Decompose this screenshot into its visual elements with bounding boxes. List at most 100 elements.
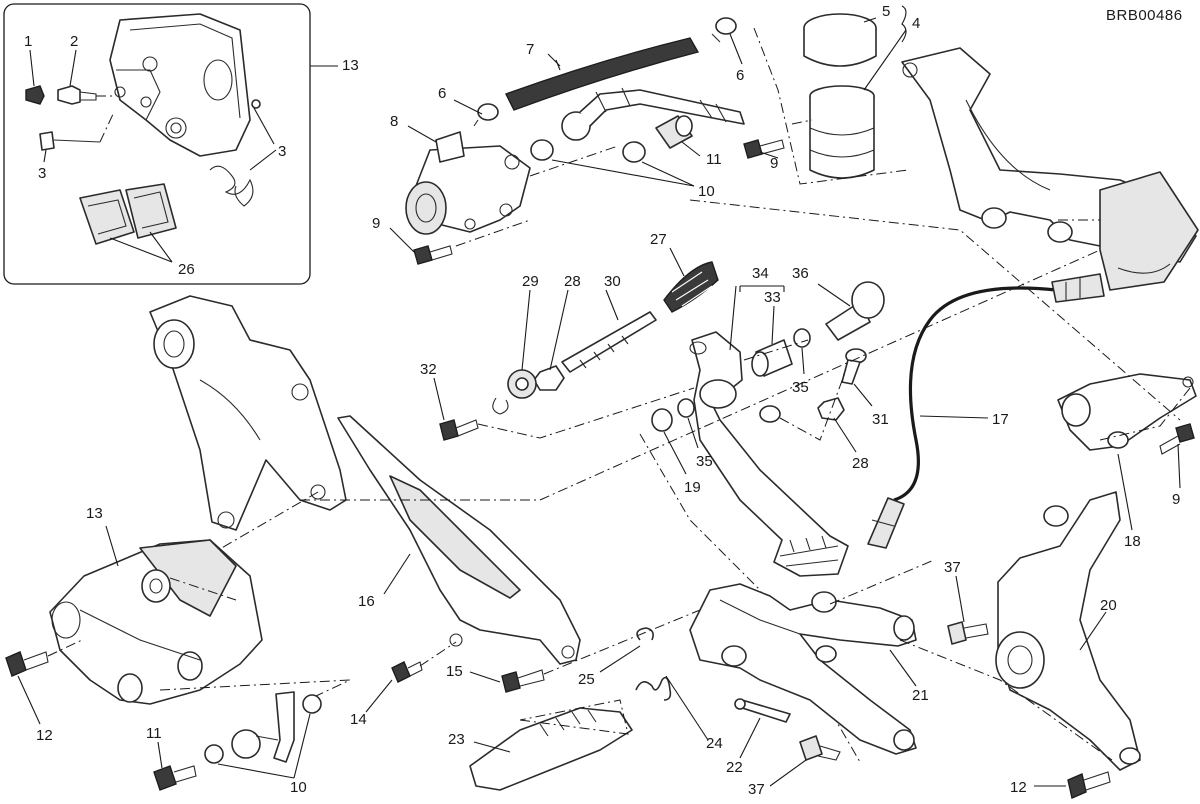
callout-20: 20 xyxy=(1100,597,1117,614)
bolt-12-right: 12 xyxy=(1010,771,1111,799)
callout-9-reservoir: 9 xyxy=(770,155,778,172)
washer-35-upper xyxy=(793,328,811,348)
callout-1: 1 xyxy=(24,33,32,50)
inset-frame xyxy=(3,3,311,285)
callout-27: 27 xyxy=(650,231,667,248)
callout-35-lower: 35 xyxy=(696,453,713,470)
callout-3-right: 3 xyxy=(278,143,286,160)
clevis-pin-31 xyxy=(841,348,867,385)
callout-26: 26 xyxy=(178,261,195,278)
caliper-brake-line: 11 10 xyxy=(146,691,322,796)
callout-34: 34 xyxy=(752,265,769,282)
callout-17: 17 xyxy=(992,411,1009,428)
left-footpeg-bracket: 21 xyxy=(689,559,935,755)
callout-14: 14 xyxy=(350,711,367,728)
callout-3-left: 3 xyxy=(38,165,46,182)
screw-9-reservoir xyxy=(743,139,785,159)
callout-23: 23 xyxy=(448,731,465,748)
hose-clamp-upper xyxy=(711,17,737,43)
return-spring xyxy=(663,261,719,313)
callout-13-inset: 13 xyxy=(342,57,359,74)
brake-pedal-lever xyxy=(689,331,849,577)
callout-13-caliper: 13 xyxy=(86,505,103,522)
bleed-screw-cap xyxy=(25,85,45,105)
callout-8: 8 xyxy=(390,113,398,130)
callout-6-upper: 6 xyxy=(736,67,744,84)
right-footpeg-bracket xyxy=(901,47,1199,291)
clip-25: 25 xyxy=(578,627,654,688)
circlip xyxy=(492,397,509,415)
footpeg-pin: 22 xyxy=(726,698,791,776)
nut-28-right xyxy=(817,397,845,421)
brake-pedal-assembly: 27 30 28 29 32 34 33 36 35 31 28 35 19 xyxy=(420,231,889,763)
passenger-peg-hanger-20: 20 xyxy=(899,491,1141,771)
callout-22: 22 xyxy=(726,759,743,776)
callout-28-left: 28 xyxy=(564,273,581,290)
callout-4: 4 xyxy=(912,15,920,32)
callout-10-upper: 10 xyxy=(698,183,715,200)
caliper-bolt-12-left: 12 xyxy=(5,651,53,744)
callout-30: 30 xyxy=(604,273,621,290)
footpeg-spring: 24 xyxy=(635,675,723,752)
callout-9-right: 9 xyxy=(1172,491,1180,508)
callout-9-master-cylinder: 9 xyxy=(372,215,380,232)
callout-21: 21 xyxy=(912,687,929,704)
lock-nut-28 xyxy=(533,365,565,391)
callout-31: 31 xyxy=(872,411,889,428)
callout-10-lower: 10 xyxy=(290,779,307,796)
caliper-body-inset xyxy=(109,13,251,157)
pad-pin xyxy=(39,131,101,151)
callout-16: 16 xyxy=(358,593,375,610)
footpeg-rubber: 23 xyxy=(448,699,633,791)
heel-guard-mount-18: 18 xyxy=(1057,373,1197,550)
callout-12-left: 12 xyxy=(36,727,53,744)
bleed-valve xyxy=(57,85,97,105)
bolt-37-upper: 37 xyxy=(944,559,989,645)
callout-28-right: 28 xyxy=(852,455,869,472)
adjuster-rod xyxy=(561,311,657,373)
callout-32: 32 xyxy=(420,361,437,378)
heel-guard: 16 xyxy=(337,415,581,665)
washer-10-a xyxy=(530,139,554,161)
callout-29: 29 xyxy=(522,273,539,290)
washer-10-d xyxy=(302,694,322,714)
caliper-kit-inset: 1 2 3 3 26 xyxy=(3,3,338,285)
brake-light-switch-cable: 17 xyxy=(867,273,1105,549)
callout-36: 36 xyxy=(792,265,809,282)
reservoir-hose xyxy=(505,37,700,111)
pad-spring-clip xyxy=(209,165,254,207)
caliper-support-bracket xyxy=(149,295,347,579)
callout-19: 19 xyxy=(684,479,701,496)
banjo-bolt-11-upper xyxy=(655,115,693,149)
brake-line-banjo xyxy=(561,87,745,141)
callout-35-upper: 35 xyxy=(792,379,809,396)
washer-10-c xyxy=(204,744,224,764)
callout-37-upper: 37 xyxy=(944,559,961,576)
screw-14: 14 xyxy=(350,641,457,728)
callout-24: 24 xyxy=(706,735,723,752)
hose-clamp-lower xyxy=(473,103,499,127)
callout-6-lower: 6 xyxy=(438,85,446,102)
rear-master-cylinder-group: 7 6 6 8 9 10 11 9 5 4 xyxy=(372,3,920,265)
callout-33: 33 xyxy=(764,289,781,306)
screw-9-right: 9 xyxy=(1159,423,1195,508)
bolt-37-lower: 37 xyxy=(748,735,841,798)
callout-7: 7 xyxy=(526,41,534,58)
reference-code: BRB00486 xyxy=(1106,7,1183,24)
screw-9-master-cylinder xyxy=(413,245,453,265)
callout-11-upper: 11 xyxy=(706,151,722,168)
bolt-15: 15 xyxy=(446,609,701,693)
rear-brake-caliper: 13 xyxy=(47,505,351,705)
callout-5: 5 xyxy=(882,3,890,20)
brake-pads xyxy=(79,183,177,245)
callout-2: 2 xyxy=(70,33,78,50)
pedal-bushing xyxy=(751,339,793,377)
pivot-bolt-32 xyxy=(439,419,479,441)
washer-35-lower xyxy=(677,398,695,418)
callout-37-lower: 37 xyxy=(748,781,765,798)
fluid-reservoir xyxy=(803,13,877,179)
callout-15: 15 xyxy=(446,663,463,680)
banjo-bolt-11-lower xyxy=(153,765,197,791)
master-cylinder-body xyxy=(405,131,531,235)
